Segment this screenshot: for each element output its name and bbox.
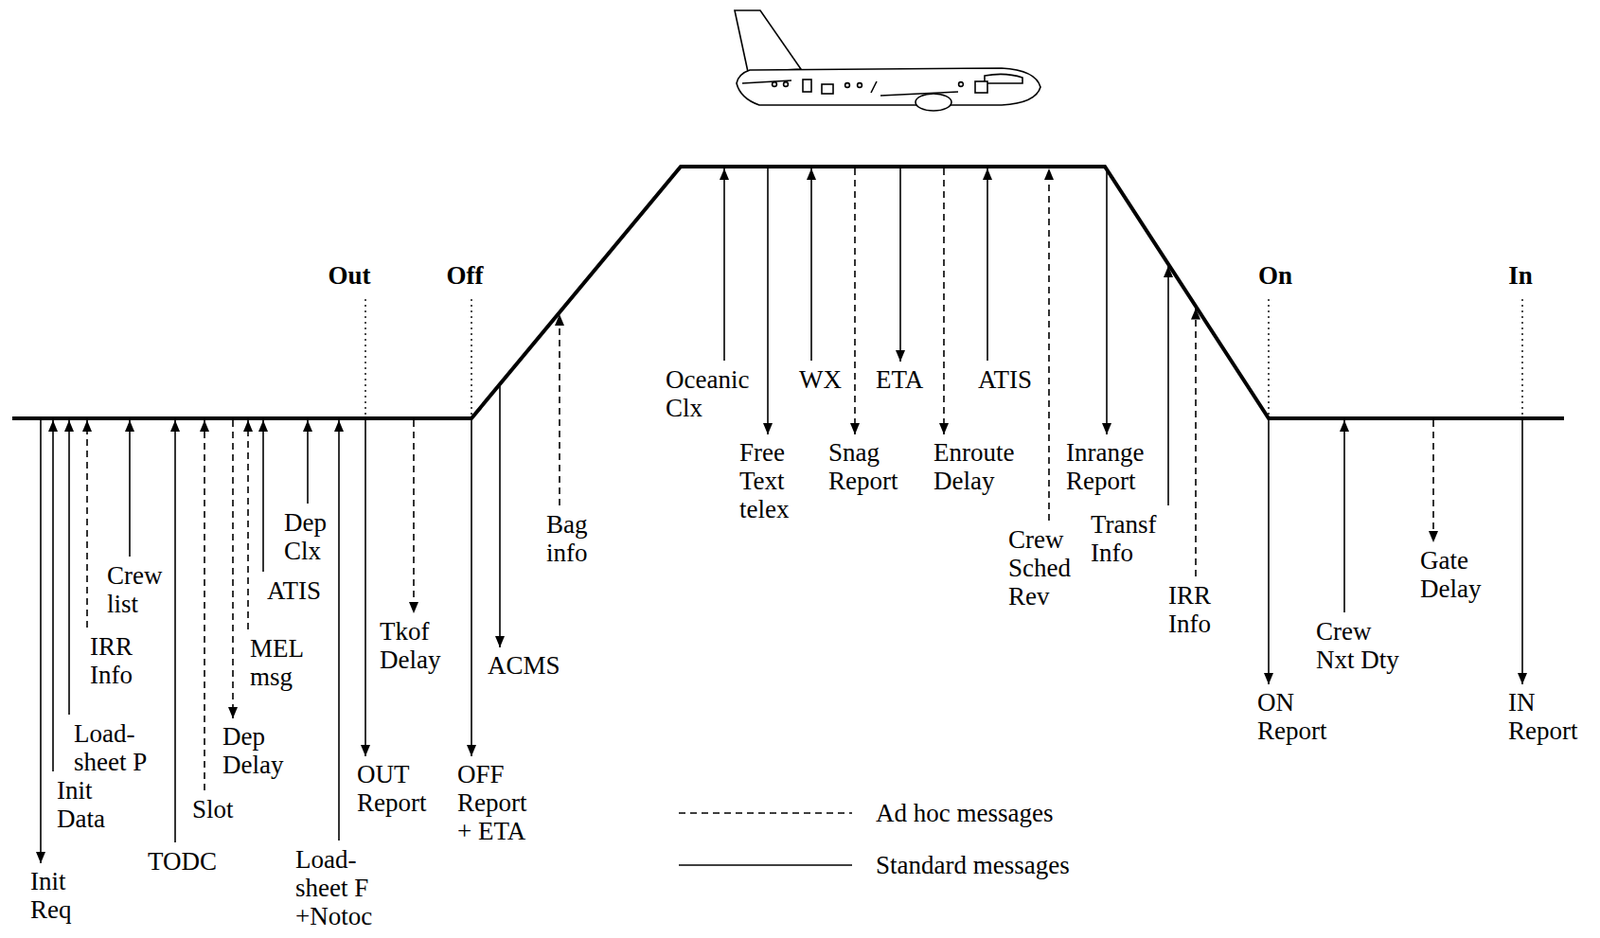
phase-label: Out [327,261,371,290]
standard-message-arrow [52,420,54,772]
standard-message-arrow [1167,266,1170,506]
standard-message-arrow [174,420,177,843]
phase-marker-line [470,299,472,417]
window [783,82,789,88]
adhoc-message-arrow [1048,168,1050,521]
message-label: OUT Report [356,760,427,818]
message-label: Init Req [30,867,72,925]
phase-label: On [1258,261,1293,290]
standard-message-arrow [262,420,265,572]
standard-message-arrow [337,420,340,841]
adhoc-message-arrow [247,420,249,630]
adhoc-message-arrow [231,420,234,719]
legend-dashed-sample [678,812,853,815]
message-label: ON Report [1257,688,1327,746]
standard-message-arrow [68,420,71,715]
engine [915,93,952,111]
standard-message-arrow [1105,171,1108,435]
tail-fin [734,10,801,72]
message-label: ETA [875,365,924,394]
legend-text: Ad hoc messages [875,799,1053,828]
message-label: Oceanic Clx [665,365,749,423]
door [975,81,988,93]
message-label: Snag Report [828,438,899,496]
message-label: Inrange Report [1066,438,1144,496]
message-label: ATIS [266,576,321,605]
standard-message-arrow [899,168,902,362]
legend-solid-sample [678,864,853,867]
phase-label: In [1508,261,1533,290]
window [857,83,863,89]
standard-message-arrow [1267,420,1270,685]
adhoc-message-arrow [558,314,561,506]
message-label: Crew list [106,561,162,619]
phase-marker-line [364,299,366,417]
message-label: WX [799,365,842,394]
message-label: ACMS [487,651,561,680]
message-label: Enroute Delay [933,438,1014,496]
standard-message-arrow [723,168,726,361]
message-label: Init Data [56,776,106,834]
message-label: Crew Nxt Dty [1315,617,1402,675]
message-label: OFF Report + ETA [457,760,530,846]
message-label: Tkof Delay [379,617,441,675]
adhoc-message-arrow [942,168,945,435]
adhoc-message-arrow [412,420,415,614]
phase-marker-line [1267,299,1269,417]
flight-profile [12,166,1565,419]
message-label: Gate Delay [1420,546,1481,604]
message-label: Load- sheet P [73,719,150,777]
standard-message-arrow [1343,420,1346,613]
adhoc-message-arrow [853,168,856,435]
window [772,82,778,88]
door [802,79,812,92]
airplane [734,10,1041,111]
window-slash [871,81,877,93]
standard-message-arrow [810,168,813,361]
fuselage [736,68,1041,106]
adhoc-message-arrow [86,420,89,628]
message-label: IRR Info [1168,581,1211,639]
standard-message-arrow [128,420,131,557]
message-label: Bag info [546,510,588,568]
adhoc-message-arrow [1432,420,1435,543]
phase-marker-line [1521,299,1523,417]
message-label: IN Report [1508,688,1578,746]
message-label: Dep Clx [284,508,327,566]
message-label: MEL msg [249,634,303,692]
cockpit-window [984,73,1023,84]
standard-message-arrow [39,420,42,864]
standard-message-arrow [306,420,309,504]
wing [880,91,959,96]
message-label: Dep Delay [222,722,284,780]
standard-message-arrow [766,168,769,435]
message-label: Transf Info [1090,510,1157,568]
message-label: Load- sheet F +Notoc [295,845,375,931]
message-label: Crew Sched Rev [1008,525,1071,611]
standard-message-arrow [986,168,989,361]
standard-message-arrow [470,420,473,757]
standard-message-arrow [364,420,367,757]
standard-message-arrow [1521,420,1524,685]
cargo-door [821,84,834,94]
message-label: IRR Info [89,632,133,690]
window [845,83,851,89]
message-label: ATIS [977,365,1032,394]
standard-message-arrow [498,386,501,648]
legend-text: Standard messages [875,851,1070,880]
phase-label: Off [446,261,484,290]
message-label: Free Text telex [739,438,789,524]
message-label: TODC [147,847,217,876]
window [959,82,964,88]
message-label: Slot [192,795,234,824]
adhoc-message-arrow [203,420,206,791]
adhoc-message-arrow [1194,308,1197,577]
